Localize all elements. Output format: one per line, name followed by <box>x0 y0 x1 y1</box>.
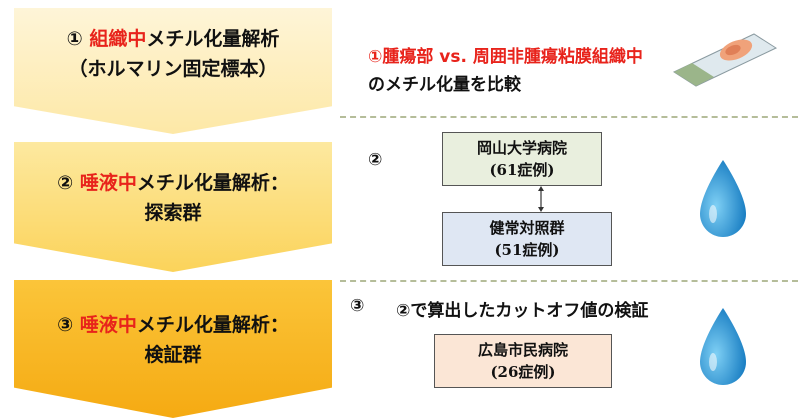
healthy-control-count: (51症例) <box>494 241 560 259</box>
tissue-slide-icon <box>672 33 778 87</box>
step-2-title: ② 唾液中メチル化量解析： <box>57 168 289 198</box>
okayama-hospital-name: 岡山大学病院 <box>476 139 567 157</box>
double-arrow-icon <box>538 186 544 212</box>
step-2-chevron: ② 唾液中メチル化量解析： 探索群 <box>14 142 332 272</box>
step-1-chevron: ① 組織中メチル化量解析 （ホルマリン固定標本） <box>14 8 332 134</box>
step-3-subtitle: 検証群 <box>144 344 202 366</box>
divider-1 <box>340 116 798 118</box>
step-1-title: ① 組織中メチル化量解析 <box>67 24 280 54</box>
divider-2 <box>340 280 798 282</box>
step-3-number: ③ <box>57 314 74 336</box>
step-1-rest: メチル化量解析 <box>146 28 280 50</box>
step-1-number: ① <box>66 28 83 50</box>
section-1-heading: ①腫瘍部 vs. 周囲非腫瘍粘膜組織中 <box>368 47 643 67</box>
step-3-rest: メチル化量解析： <box>136 314 289 336</box>
step-3-highlight: 唾液中 <box>79 314 137 336</box>
healthy-control-name: 健常対照群 <box>489 219 565 237</box>
step-3-title: ③ 唾液中メチル化量解析： <box>57 310 289 340</box>
step-2-subtitle: 探索群 <box>144 202 202 224</box>
section-3-description: ②で算出したカットオフ値の検証 <box>396 301 649 321</box>
step-2-number: ② <box>57 172 74 194</box>
section-2-marker: ② <box>368 150 383 170</box>
healthy-control-box: 健常対照群 (51症例) <box>442 212 612 266</box>
saliva-drop-icon-2 <box>700 308 746 385</box>
hiroshima-hospital-box: 広島市民病院 (26症例) <box>434 334 612 388</box>
step-1-highlight: 組織中 <box>89 28 147 50</box>
step-1-subtitle: （ホルマリン固定標本） <box>68 58 278 80</box>
step-2-rest: メチル化量解析： <box>136 172 289 194</box>
okayama-hospital-box: 岡山大学病院 (61症例) <box>442 132 602 186</box>
step-2-highlight: 唾液中 <box>79 172 137 194</box>
okayama-hospital-count: (61症例) <box>489 161 555 179</box>
section-3-marker: ③ <box>350 296 365 316</box>
saliva-drop-icon <box>700 160 746 237</box>
hiroshima-hospital-name: 広島市民病院 <box>477 341 568 359</box>
hiroshima-hospital-count: (26症例) <box>490 363 556 381</box>
section-1-description: のメチル化量を比較 <box>368 75 521 95</box>
step-3-chevron: ③ 唾液中メチル化量解析： 検証群 <box>14 280 332 418</box>
